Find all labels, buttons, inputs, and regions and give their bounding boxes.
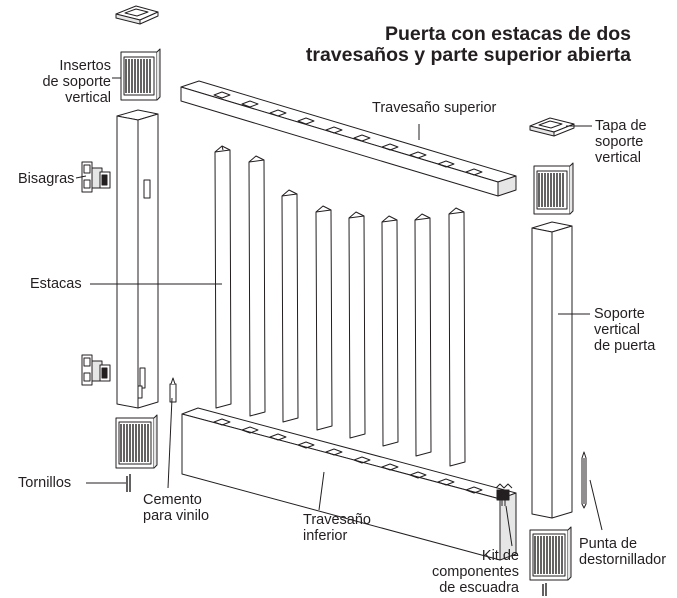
screws-left: [126, 474, 131, 492]
picket-5: [348, 211, 366, 439]
label-kit: Kit de componentes de escuadra: [431, 548, 519, 596]
right-post-cap: [529, 117, 575, 137]
picket-1: [214, 145, 232, 409]
diagram-title: Puerta con estacas de dos travesaños y p…: [306, 24, 631, 66]
bracket-kit: [495, 483, 513, 506]
picket-8: [448, 207, 466, 467]
picket-2: [248, 155, 266, 417]
label-travesano-inferior: Travesaño inferior: [303, 512, 371, 544]
left-gate-post: [116, 109, 159, 409]
title-line-2: travesaños y parte superior abierta: [305, 44, 631, 66]
left-post-insert-top: [120, 48, 161, 101]
vinyl-cement-tube: [169, 377, 177, 403]
picket-7: [414, 213, 432, 457]
leader-lines: [75, 77, 603, 547]
right-post-insert-top: [533, 162, 574, 215]
right-gate-post: [531, 221, 573, 519]
picket-3: [281, 189, 299, 423]
title-line-1: Puerta con estacas de dos: [384, 23, 631, 45]
label-tapa: Tapa de soporte vertical: [595, 118, 647, 166]
label-insertos: Insertos de soporte vertical: [42, 58, 111, 106]
pickets: [214, 145, 466, 467]
left-post-insert-bottom: [115, 414, 158, 469]
picket-6: [381, 215, 399, 447]
top-rail: [180, 80, 517, 197]
left-post-cap: [115, 5, 159, 25]
label-soporte-puerta: Soporte vertical de puerta: [594, 306, 656, 354]
picket-4: [315, 205, 333, 431]
screws-right: [542, 583, 547, 596]
right-post-insert-bottom: [529, 526, 572, 581]
label-estacas: Estacas: [30, 276, 82, 292]
label-bisagras: Bisagras: [18, 171, 75, 187]
bottom-rail: [181, 407, 517, 561]
label-tornillos: Tornillos: [18, 475, 72, 491]
screwdriver-bit: [581, 451, 587, 509]
hinge-upper: [81, 161, 111, 193]
label-travesano-superior: Travesaño superior: [372, 100, 497, 116]
label-cemento: Cemento para vinilo: [143, 492, 210, 524]
hinge-lower: [81, 354, 111, 386]
label-punta: Punta de destornillador: [579, 536, 667, 568]
